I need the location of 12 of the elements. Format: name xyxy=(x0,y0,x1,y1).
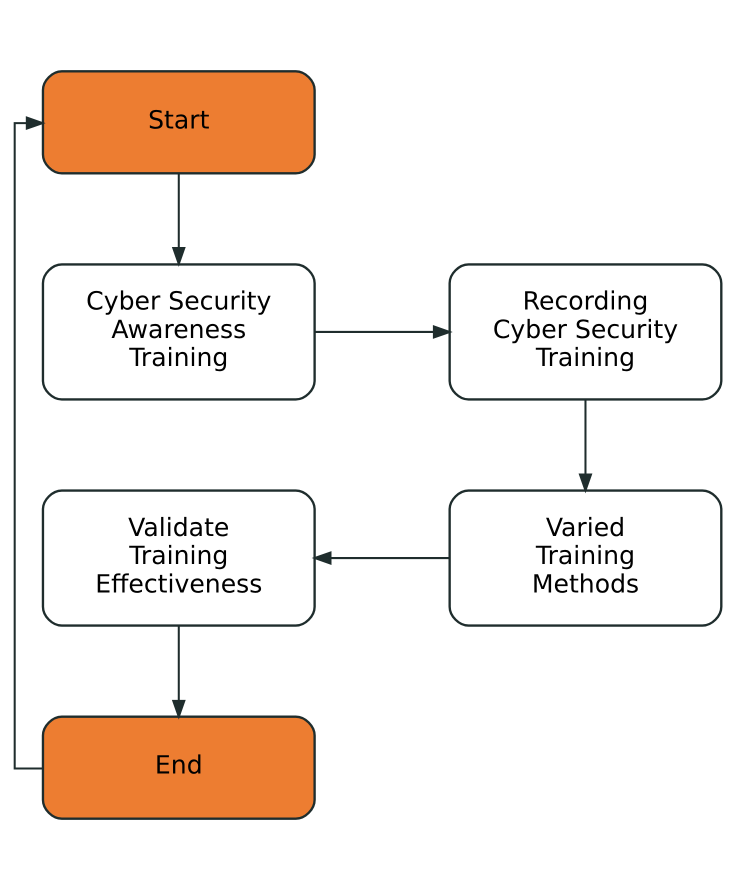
arrow xyxy=(14,116,46,770)
arrow xyxy=(172,174,186,267)
arrow xyxy=(312,551,450,565)
node-box: End xyxy=(42,715,316,820)
arrow xyxy=(172,626,186,720)
node-box: Recording Cyber Security Training xyxy=(448,263,722,401)
arrow xyxy=(314,325,453,339)
arrow xyxy=(578,400,592,494)
node-box: Varied Training Methods xyxy=(448,489,722,627)
node-box: Start xyxy=(42,70,316,175)
node-box: Cyber Security Awareness Training xyxy=(42,263,316,401)
node-box: Validate Training Effectiveness xyxy=(42,489,316,627)
